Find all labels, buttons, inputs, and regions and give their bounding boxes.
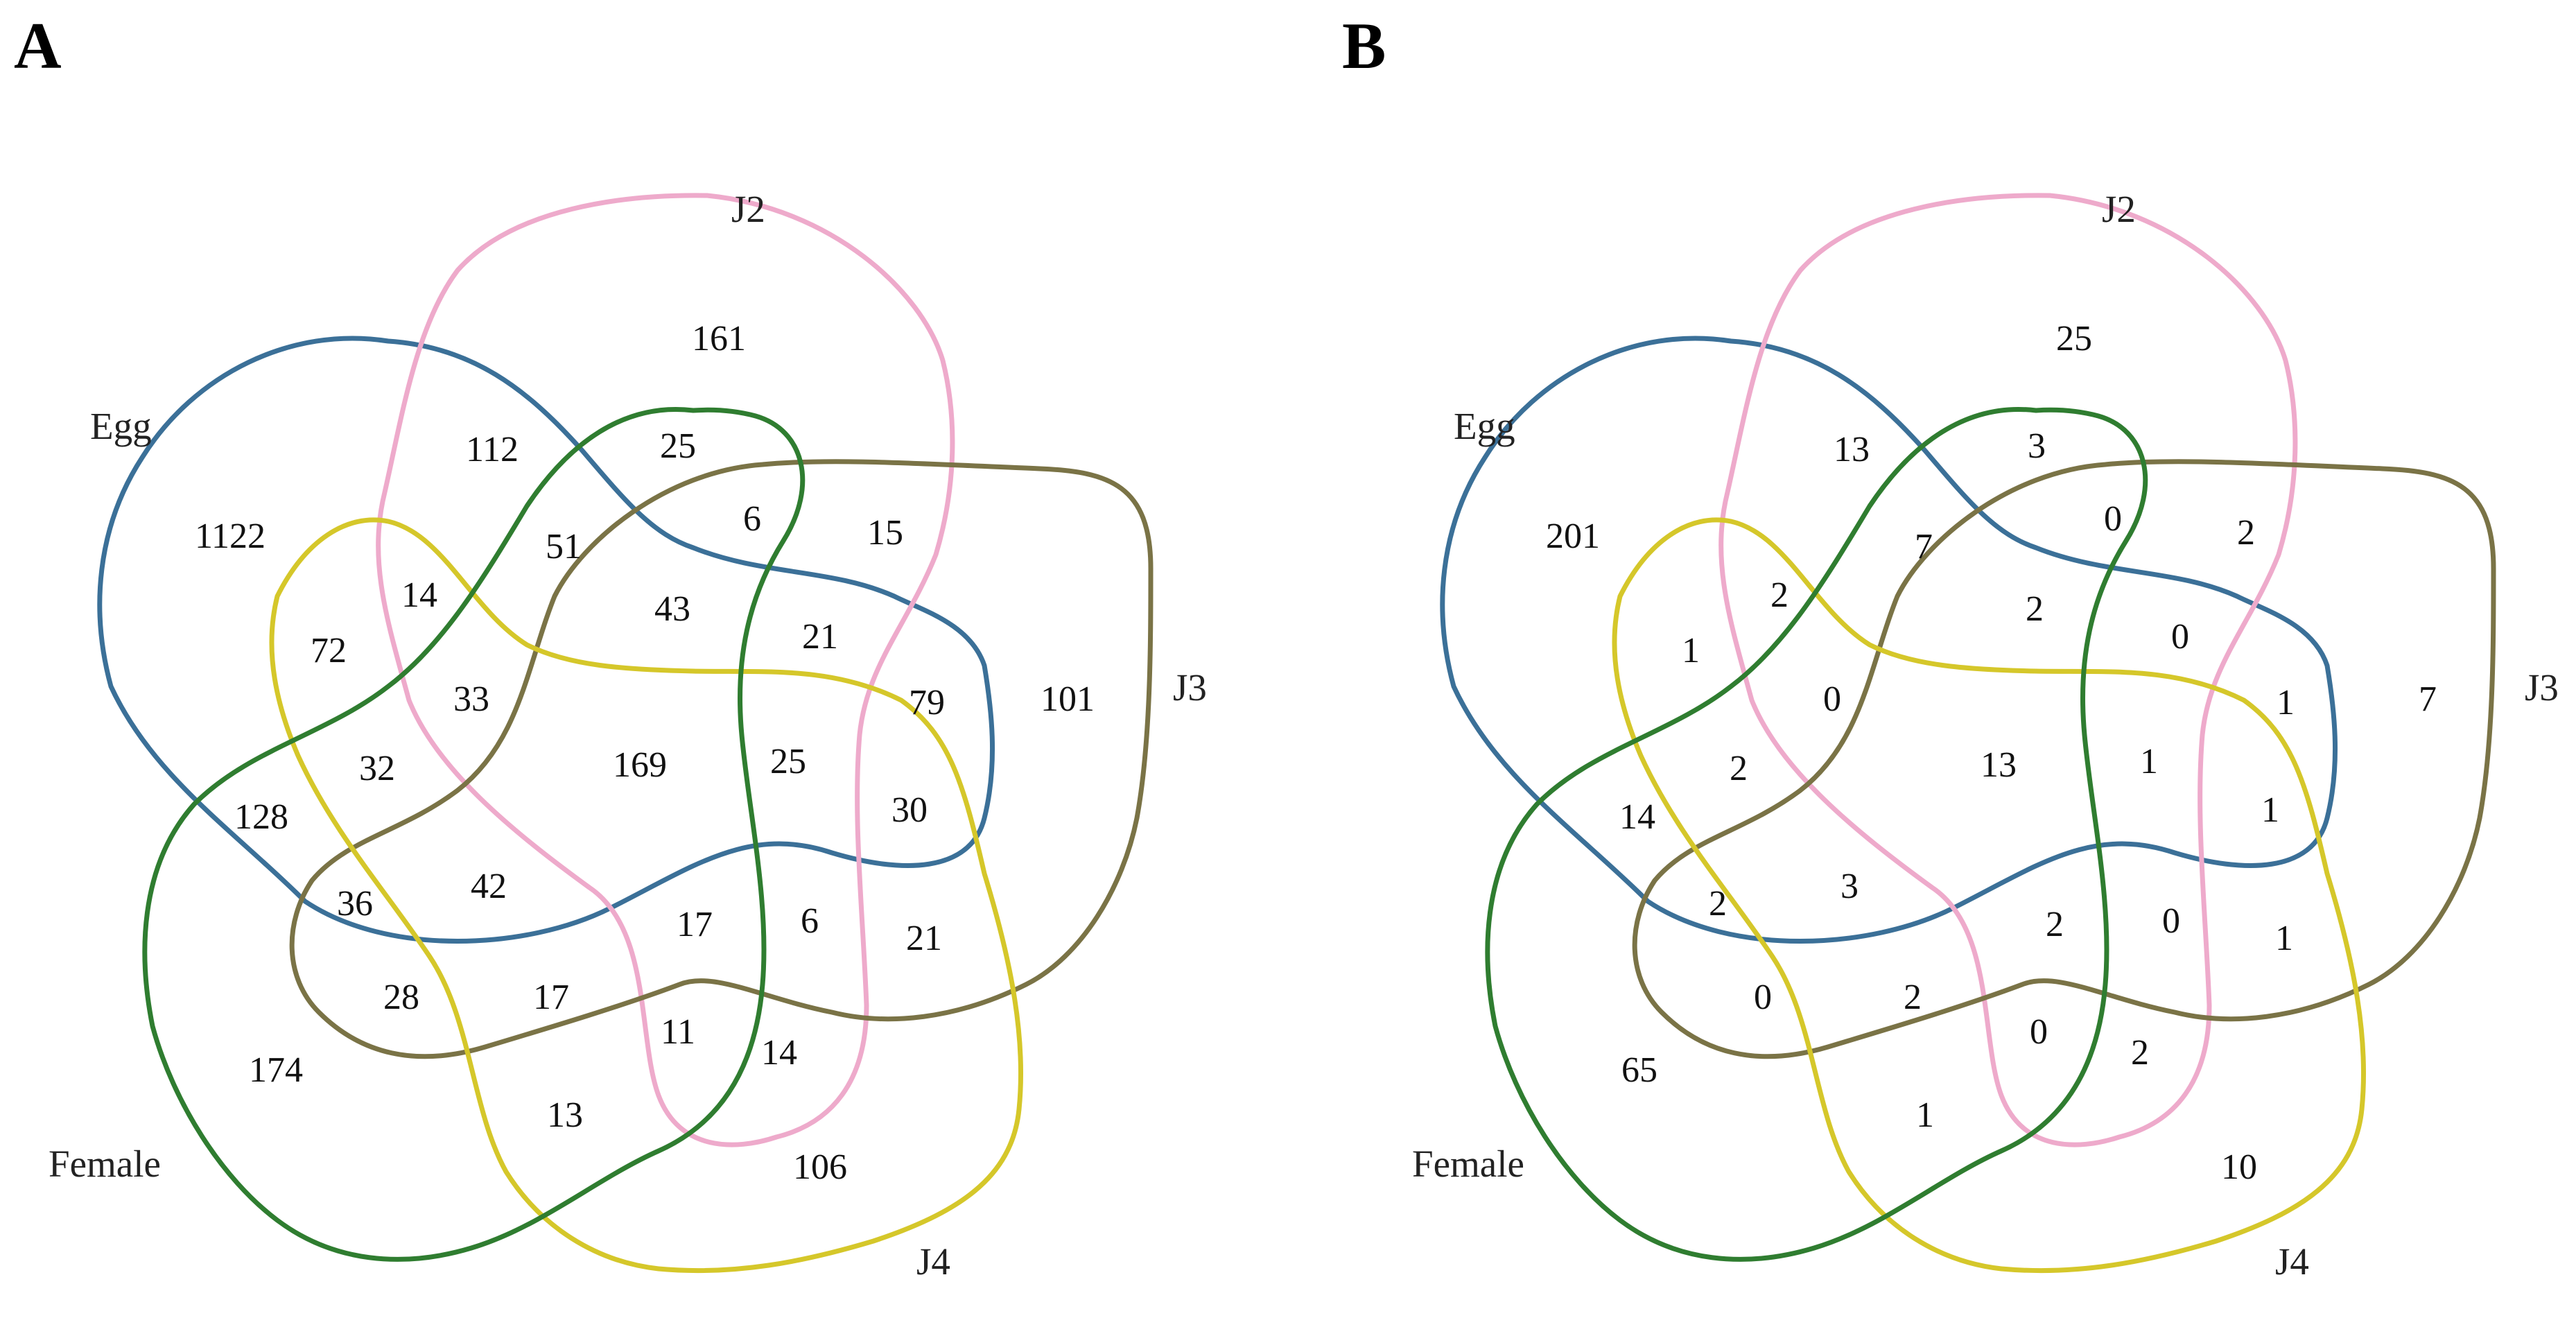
region-count: 33	[453, 679, 489, 719]
set-label-j4: J4	[2275, 1240, 2309, 1283]
set-label-egg: Egg	[90, 405, 152, 447]
region-count: 7	[2419, 679, 2437, 719]
region-count: 1	[2140, 742, 2158, 781]
region-counts: 1122 161 101 106 174 112 25 6 15 51 43 2…	[195, 319, 1095, 1187]
panel-letter: B	[1342, 9, 1386, 83]
set-label-j3: J3	[1173, 666, 1207, 709]
set-label-j2: J2	[731, 188, 765, 230]
region-count: 25	[2056, 319, 2092, 358]
region-count: 51	[546, 527, 582, 566]
region-count: 3	[1840, 867, 1859, 906]
region-count: 101	[1041, 679, 1095, 719]
venn-panel-a: A Egg J2 J3 J4 Female 1122 161 101 106 1…	[14, 9, 1207, 1283]
region-count: 14	[401, 575, 437, 615]
region-count: 0	[2104, 499, 2122, 539]
region-counts: 201 25 7 10 65 13 3 0 2 7 2 0 1 2 1 0 13…	[1546, 319, 2437, 1187]
region-count: 112	[466, 430, 519, 469]
region-count: 25	[770, 742, 806, 781]
region-count: 10	[2221, 1147, 2257, 1187]
region-count: 17	[533, 978, 569, 1017]
region-count: 43	[654, 589, 690, 629]
region-count: 21	[802, 617, 838, 657]
region-count: 0	[2030, 1012, 2048, 1052]
region-count: 15	[867, 513, 903, 553]
set-label-egg: Egg	[1454, 405, 1515, 447]
region-count: 14	[1619, 797, 1655, 837]
region-count: 1	[1682, 631, 1700, 670]
region-count: 1	[2277, 683, 2295, 722]
region-count: 21	[906, 919, 942, 958]
region-count: 161	[692, 319, 746, 358]
j3-set-outline	[292, 462, 1151, 1057]
region-count: 6	[743, 499, 761, 539]
region-count: 2	[2237, 513, 2255, 553]
region-count: 25	[660, 426, 696, 466]
region-count: 30	[891, 790, 928, 830]
region-count: 2	[2026, 589, 2044, 629]
region-count: 28	[383, 978, 419, 1017]
region-count: 1	[2261, 790, 2279, 830]
region-count: 169	[613, 745, 667, 785]
set-label-j2: J2	[2102, 188, 2136, 230]
set-label-female: Female	[49, 1143, 161, 1185]
region-count: 1	[1916, 1095, 1934, 1135]
region-count: 79	[909, 683, 945, 722]
region-count: 13	[1981, 745, 2017, 785]
region-count: 2	[2131, 1033, 2149, 1073]
region-count: 3	[2028, 426, 2046, 466]
set-label-female: Female	[1412, 1143, 1524, 1185]
region-count: 17	[677, 905, 713, 944]
region-count: 0	[1754, 978, 1772, 1017]
region-count: 1122	[195, 517, 266, 556]
region-count: 201	[1546, 517, 1600, 556]
region-count: 128	[234, 797, 288, 837]
region-count: 65	[1621, 1050, 1657, 1090]
region-count: 32	[359, 749, 395, 788]
region-count: 13	[547, 1095, 583, 1135]
region-count: 174	[249, 1050, 303, 1090]
panel-letter: A	[14, 9, 62, 83]
region-count: 2	[1904, 978, 1922, 1017]
region-count: 1	[2275, 919, 2293, 958]
j3-set-outline	[1635, 462, 2494, 1057]
region-count: 106	[793, 1147, 847, 1187]
region-count: 14	[761, 1033, 797, 1073]
region-count: 7	[1915, 527, 1933, 566]
region-count: 2	[1730, 749, 1748, 788]
region-count: 2	[2046, 905, 2064, 944]
venn-panel-b: B Egg J2 J3 J4 Female 201 25 7 10 65 13 …	[1342, 9, 2559, 1283]
region-count: 72	[311, 631, 347, 670]
region-count: 42	[471, 867, 507, 906]
set-label-j4: J4	[916, 1240, 950, 1283]
region-count: 0	[2162, 901, 2180, 941]
region-count: 0	[1823, 679, 1841, 719]
region-count: 2	[1709, 884, 1727, 924]
region-count: 11	[661, 1012, 695, 1052]
set-label-j3: J3	[2525, 666, 2559, 709]
region-count: 0	[2171, 617, 2189, 657]
region-count: 36	[337, 884, 373, 924]
region-count: 6	[801, 901, 819, 941]
region-count: 2	[1770, 575, 1789, 615]
region-count: 13	[1834, 430, 1870, 469]
